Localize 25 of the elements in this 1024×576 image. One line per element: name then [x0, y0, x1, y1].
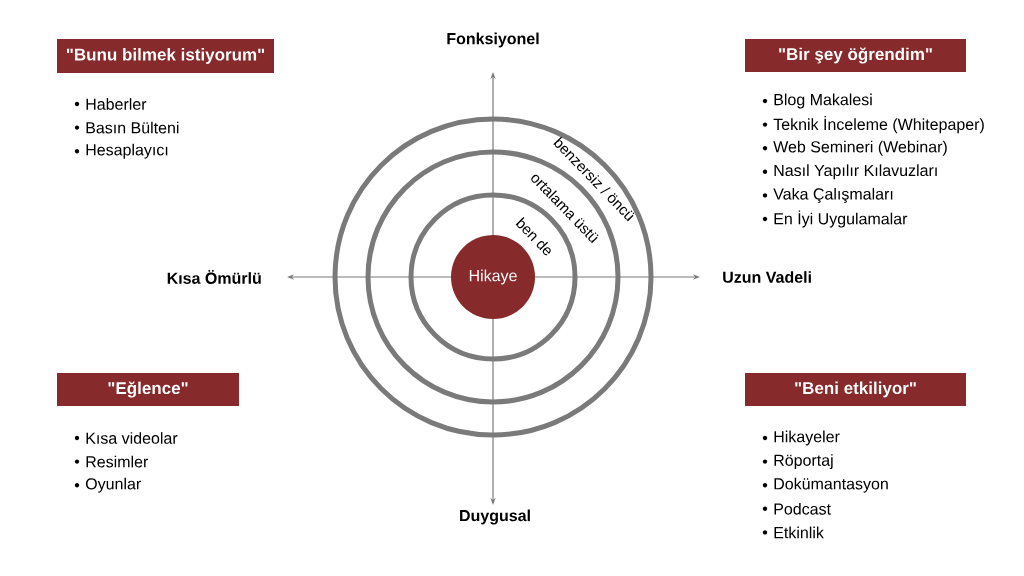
list-item: Blog Makalesi: [774, 93, 872, 109]
list-item: Röportaj: [774, 454, 833, 470]
list-item: Haberler: [86, 98, 147, 110]
header-box: "Eğlence": [57, 373, 239, 406]
list-item: En İyi Uygulamalar: [774, 210, 908, 228]
list-item: Podcast: [774, 502, 831, 515]
list-item: Vaka Çalışmaları: [773, 187, 893, 203]
list-item: Dokümantasyon: [774, 477, 888, 493]
list-item: Oyunlar: [85, 477, 141, 493]
list-item: Basın Bülteni: [86, 121, 179, 134]
axis-label: Kısa Ömürlü: [167, 270, 261, 284]
header-box: "Beni etkiliyor": [745, 373, 966, 406]
list-item: Hesaplayıcı: [86, 143, 168, 159]
axis-label: Duygusal: [460, 509, 530, 525]
axis-label: Uzun Vadeli: [723, 271, 811, 283]
axis-label: Fonksiyonel: [447, 32, 539, 48]
header-box: "Bunu bilmek istiyorum": [57, 39, 274, 73]
header-box: "Bir şey öğrendim": [745, 39, 966, 72]
list-item: Web Semineri (Webinar): [773, 140, 947, 156]
list-item: Hikayeler: [774, 430, 840, 446]
list-item: Nasıl Yapılır Kılavuzları: [774, 164, 937, 180]
list-item: Teknik İnceleme (Whitepaper): [773, 116, 984, 134]
list-item: Etkinlik: [774, 526, 824, 539]
list-item: Kısa videolar: [86, 432, 178, 444]
list-item: Resimler: [86, 455, 149, 468]
